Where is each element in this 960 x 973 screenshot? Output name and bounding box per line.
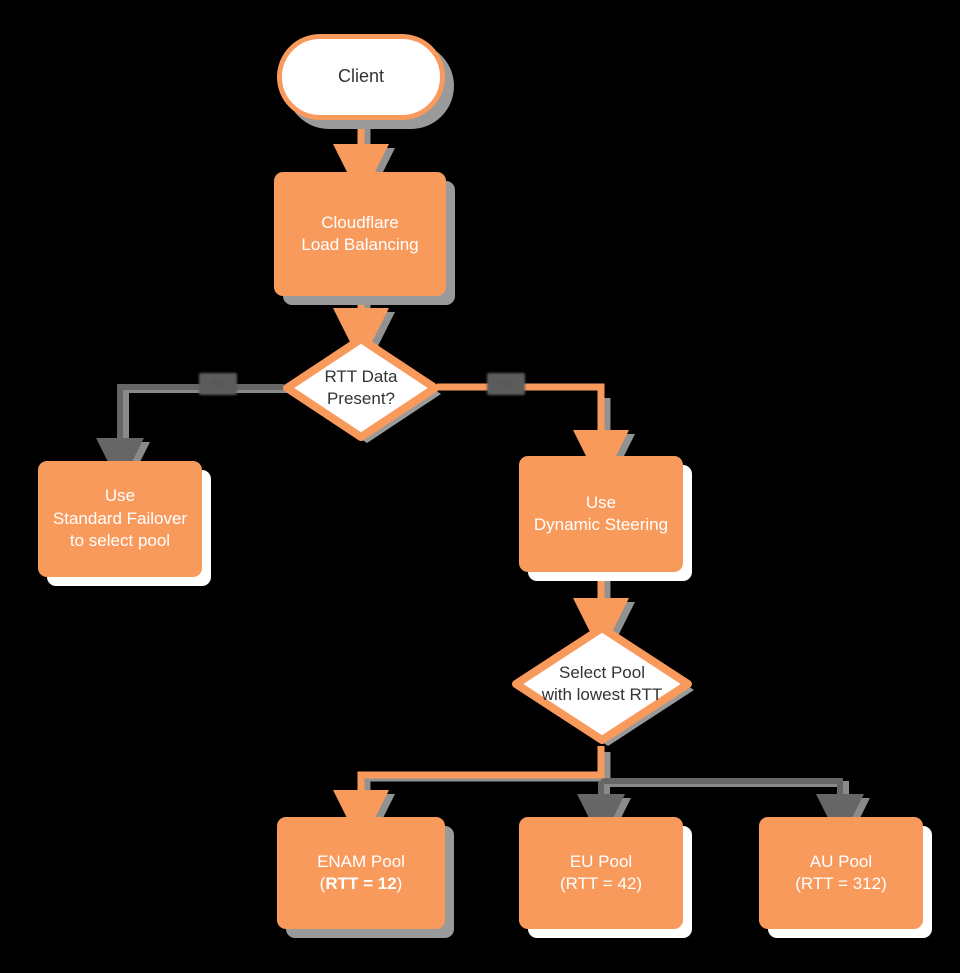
- node-dynamic-steering[interactable]: Use Dynamic Steering: [519, 456, 683, 572]
- node-rtt-decision-line2: Present?: [326, 389, 396, 408]
- edge-label-no: No: [199, 373, 237, 395]
- node-standard-failover-line3: to select pool: [69, 531, 171, 551]
- node-select-pool-line1: Select Pool: [559, 662, 645, 682]
- node-enam-pool-name: ENAM Pool: [317, 851, 405, 871]
- edge-select-to-au: [601, 778, 864, 842]
- node-enam-pool-rtt-prefix: (: [319, 874, 326, 893]
- node-au-pool-name: AU Pool: [809, 851, 873, 871]
- node-standard-failover-line2: Standard Failover: [52, 508, 188, 528]
- node-eu-pool-rtt-value: RTT = 42: [565, 874, 637, 893]
- node-select-pool-line2: with lowest RTT: [541, 685, 663, 704]
- node-dynamic-steering-line2: Dynamic Steering: [533, 515, 669, 534]
- node-au-pool-rtt: (RTT = 312): [787, 873, 895, 895]
- node-rtt-decision[interactable]: RTT Data Present?: [280, 330, 442, 446]
- node-eu-pool-name: EU Pool: [569, 851, 633, 871]
- node-au-pool-rtt-prefix: (: [795, 874, 801, 893]
- node-load-balancing[interactable]: Cloudflare Load Balancing: [274, 172, 446, 296]
- diamond-shape-select-pool: [512, 624, 694, 746]
- node-standard-failover[interactable]: Use Standard Failover to select pool: [38, 461, 202, 577]
- node-client-label: Client: [337, 66, 385, 87]
- node-load-balancing-line1: Cloudflare: [321, 212, 399, 232]
- node-dynamic-steering-line1: Use: [585, 492, 617, 512]
- node-eu-pool-rtt-suffix: ): [636, 874, 643, 893]
- node-standard-failover-line1: Use: [104, 486, 136, 506]
- edge-decision-to-steering: [437, 383, 629, 486]
- diamond-shape-rtt: [283, 335, 441, 443]
- node-enam-pool-rtt-suffix: ): [396, 874, 403, 893]
- edge-decision-to-failover: [96, 384, 284, 486]
- node-select-pool[interactable]: Select Pool with lowest RTT: [508, 620, 696, 748]
- node-enam-pool-rtt-value: RTT = 12: [325, 874, 397, 893]
- edge-select-to-enam: [333, 746, 605, 846]
- node-enam-pool-rtt: (RTT = 12): [309, 873, 413, 895]
- node-client[interactable]: Client: [277, 34, 445, 120]
- node-load-balancing-line2: Load Balancing: [301, 235, 419, 254]
- node-au-pool[interactable]: AU Pool (RTT = 312): [759, 817, 923, 929]
- node-eu-pool-rtt-prefix: (: [559, 874, 566, 893]
- node-au-pool-rtt-value: RTT = 312: [800, 874, 882, 893]
- node-eu-pool-rtt: (RTT = 42): [552, 873, 650, 895]
- node-enam-pool[interactable]: ENAM Pool (RTT = 12): [277, 817, 445, 929]
- edge-label-yes: Yes: [487, 373, 525, 395]
- node-eu-pool[interactable]: EU Pool (RTT = 42): [519, 817, 683, 929]
- node-rtt-decision-line1: RTT Data: [324, 366, 398, 386]
- node-au-pool-rtt-suffix: ): [881, 874, 887, 893]
